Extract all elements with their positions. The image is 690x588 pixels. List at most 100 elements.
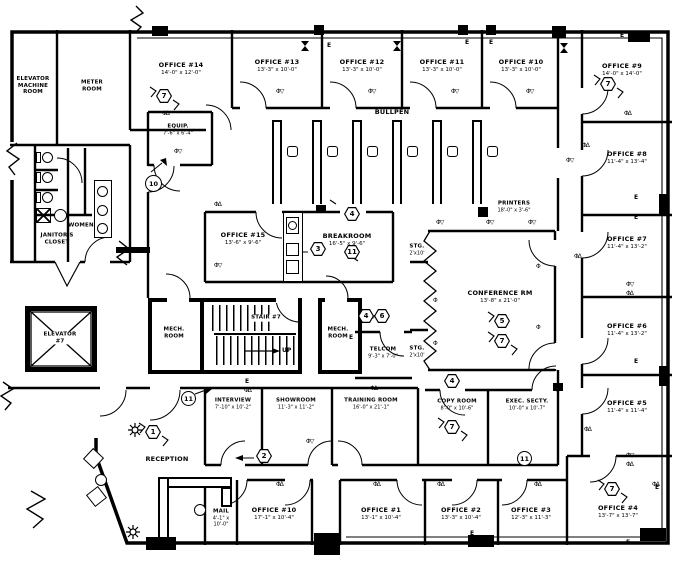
window-line (137, 37, 663, 538)
door-mark-icon: Φ▽ (626, 281, 634, 288)
column (659, 366, 669, 386)
door-mark-icon: Φ▽ (368, 88, 376, 95)
door-mark-icon: Φ▽ (276, 88, 284, 95)
exit-label: E (634, 214, 639, 221)
column (659, 194, 669, 216)
stair-up-label: UP (282, 347, 292, 354)
fixture-mark-icon: Φ (536, 324, 541, 331)
keynote-4-lobby: 4 (358, 309, 374, 323)
toilet-icon (42, 192, 53, 203)
room-label-meter: METER ROOM (81, 79, 103, 92)
janitor-door (54, 261, 81, 288)
door-mark-icon: ΦΔ (574, 253, 582, 260)
sink-basin-icon (288, 221, 297, 230)
keynote-squiggles (138, 74, 628, 504)
break-lines (0, 5, 145, 529)
room-label-stg-top: STG.2'x10' (409, 243, 425, 257)
door-mark-icon: ΦΔ (652, 481, 660, 488)
sink-icon (97, 186, 108, 197)
door-mark-icon: Φ▽ (370, 314, 378, 321)
column (628, 31, 650, 42)
room-label-bullpen: BULLPEN (374, 108, 410, 117)
column (640, 528, 666, 541)
sink-icon (97, 223, 108, 234)
stair-flight-lower (216, 336, 296, 365)
door-mark-icon: Φ▽ (626, 452, 634, 459)
toilet-tank-icon (36, 152, 41, 163)
column (552, 26, 566, 38)
door-mark-icon: ΦΔ (162, 110, 170, 117)
room-label-elev-machine: ELEVATOR MACHINE ROOM (16, 76, 50, 96)
room-label-reception: RECEPTION (145, 455, 189, 464)
cubicle-partition (392, 120, 402, 204)
stair-rail (214, 333, 296, 335)
callout-10-equip: 10 (145, 175, 162, 192)
fixture-mark-icon: Φ (536, 263, 541, 270)
keynote-7-copy: 7 (444, 420, 460, 434)
entry-vestibule (314, 533, 340, 555)
chair-icon (367, 146, 378, 157)
keynote-4-copy: 4 (444, 374, 460, 388)
door-mark-icon: Φ▽ (174, 148, 182, 155)
door-mark-icon: ΦΔ (244, 387, 252, 394)
stair-core (200, 298, 302, 374)
keynote-1-reception: 1 (145, 425, 161, 439)
door-mark-icon: Φ▽ (526, 88, 534, 95)
column (458, 25, 468, 35)
column (553, 383, 563, 391)
room-label-stair: STAIR #7 (250, 314, 282, 322)
arrow-head-10 (160, 158, 167, 166)
door-mark-icon: ΦΔ (584, 426, 592, 433)
plant-icon (126, 525, 140, 539)
exit-label: E (489, 39, 494, 46)
exit-label: E (655, 484, 660, 491)
cubicle-partition (312, 120, 322, 204)
cubicle-partition (352, 120, 362, 204)
column (468, 535, 494, 547)
room-label-mech-left: MECH. ROOM (163, 326, 185, 339)
room-label-exec: EXEC. SECTY.10'-0" x 10'-7" (505, 398, 549, 412)
door-mark-icon: ΦΔ (534, 481, 542, 488)
door-mark-icon: ΦΔ (626, 461, 634, 468)
chair-icon (447, 146, 458, 157)
room-label-women: WOMEN (68, 222, 94, 229)
exit-label: E (465, 39, 470, 46)
room-label-mech-right: MECH. ROOM (327, 326, 349, 339)
cubicle-partition (472, 120, 482, 204)
callout-11-exec: 11 (517, 451, 532, 466)
bowtie-symbol-icon (393, 41, 401, 51)
door-mark-icon: Φ▽ (528, 219, 536, 226)
door-gap (325, 295, 347, 303)
door-mark-icon: ΦΔ (370, 385, 378, 392)
exit-label: E (620, 32, 625, 39)
fixture-mark-icon: Φ (433, 297, 438, 304)
exit-label: E (634, 194, 639, 201)
door-mark-icon: ΦΔ (626, 290, 634, 297)
printer-unit (478, 207, 488, 217)
chair-icon (327, 146, 338, 157)
column (486, 25, 496, 35)
door-gap (276, 295, 298, 303)
door-mark-icon: ΦΔ (437, 481, 445, 488)
door-mark-icon: ΦΔ (276, 481, 284, 488)
column (314, 25, 324, 35)
callout-11-interview: 11 (181, 391, 196, 406)
room-label-stg-bottom: STG.2'x10' (409, 345, 425, 359)
door-mark-icon: Φ▽ (306, 438, 314, 445)
